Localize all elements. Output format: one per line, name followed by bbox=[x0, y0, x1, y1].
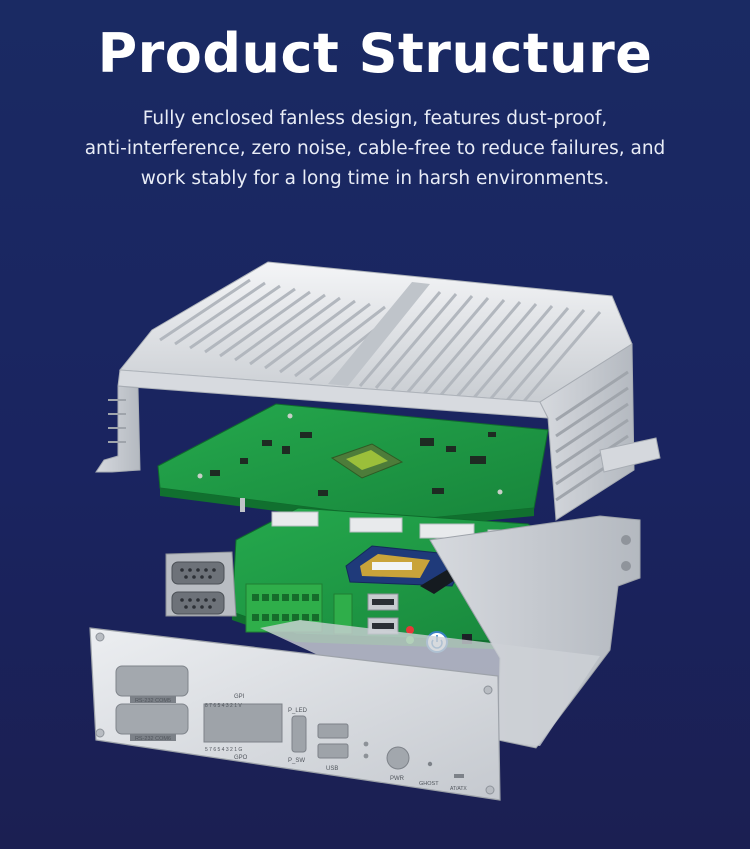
heatsink-cover bbox=[95, 261, 661, 521]
cpu-board bbox=[157, 403, 549, 534]
label-p-led: P_LED bbox=[288, 708, 308, 714]
label-at-atx: AT/ATX bbox=[450, 786, 467, 792]
label-usb: USB bbox=[326, 766, 338, 772]
description-line-1: Fully enclosed fanless design, features … bbox=[142, 108, 608, 129]
pled-psw-cutout bbox=[291, 715, 307, 753]
usb-cutout-top bbox=[317, 723, 349, 739]
label-ghost: GHOST bbox=[419, 781, 439, 787]
description-line-2: anti-interference, zero noise, cable-fre… bbox=[84, 138, 666, 159]
page-title: Product Structure bbox=[97, 22, 653, 85]
heatsink-fins-right bbox=[358, 291, 602, 407]
gpio-terminal bbox=[245, 583, 353, 635]
com-port-cutouts bbox=[115, 665, 189, 741]
label-gpo-pins: 5 7 6 5 4 3 2 1 G bbox=[205, 747, 242, 753]
label-pwr: PWR bbox=[390, 776, 405, 782]
gpio-cutout bbox=[203, 703, 283, 743]
label-gpi: GPI bbox=[234, 694, 245, 700]
pwr-cutout bbox=[386, 746, 410, 770]
heatsink-fins-left bbox=[159, 278, 401, 382]
label-com6: RS-232 COM6 bbox=[135, 736, 171, 742]
front-io-panel: RS-232 COM5 RS-232 COM6 GPI 8 7 6 5 4 3 … bbox=[89, 627, 501, 801]
label-p-sw: P_SW bbox=[288, 758, 305, 764]
usb-cutout-bottom bbox=[317, 743, 349, 759]
label-gpi-pins: 8 7 6 5 4 3 2 1 V bbox=[205, 703, 242, 709]
description-line-3: work stably for a long time in harsh env… bbox=[140, 168, 610, 189]
label-com5: RS-232 COM5 bbox=[135, 698, 171, 704]
label-gpo: GPO bbox=[234, 755, 248, 761]
page-description: Fully enclosed fanless design, features … bbox=[70, 104, 680, 194]
serial-connectors bbox=[165, 551, 237, 617]
